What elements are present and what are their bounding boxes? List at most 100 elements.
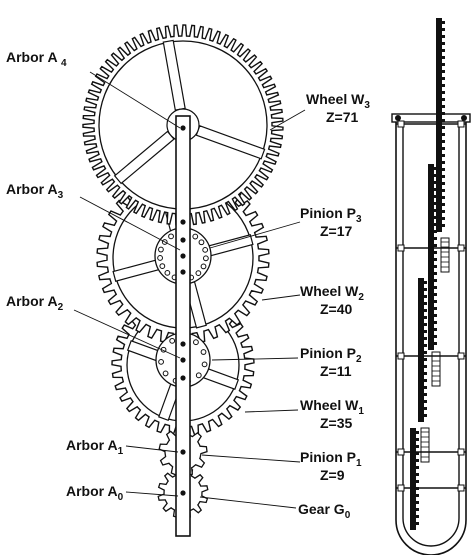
label-subscript: 3 [356,214,362,225]
label-wheel-w3-z: Z=71 [326,109,359,125]
label-subscript: 2 [58,302,64,313]
pinion-p2-leaf [162,370,169,377]
side-wheel-w3-tooth [442,91,445,94]
side-pinion-p2 [431,351,441,387]
side-wheel-w2-tooth [434,279,437,282]
side-wheel-w2-tooth [434,216,437,219]
label-subscript: 1 [358,406,364,417]
label-pinion-p2-z: Z=11 [320,363,352,379]
side-wheel-w1-tooth [424,358,427,361]
pinion-p3-leaf [159,263,166,269]
arbor-dot [180,269,186,275]
side-arbor-a4-bearing-left [397,120,405,128]
pinion-p2-leaf [169,337,176,344]
side-wheel-w1-tooth [424,323,427,326]
side-wheel-w2-tooth [434,335,437,338]
side-wheel-w3-tooth [442,189,445,192]
side-wheel-w2-tooth [434,286,437,289]
pinion-p2-leaf [195,372,202,379]
label-arbor-a4-main: Arbor A [6,49,57,65]
side-wheel-w3-tooth [442,210,445,213]
side-gears-layer [396,18,466,530]
side-wheel-w1-tooth [424,337,427,340]
label-wheel-w1: Wheel W1 [300,397,364,417]
label-subscript: 2 [358,292,364,303]
pinion-p3-leaf [158,246,164,253]
pinion-p2-leaf [193,339,199,346]
arbor-dot [180,237,186,243]
label-wheel-w3: Wheel W3 [306,91,370,111]
label-pinion-p1-z: Z=9 [320,467,345,483]
side-gear-g0-body [410,428,416,530]
side-wheel-w2-tooth [434,244,437,247]
label-pinion-p3: Pinion P3 [300,205,362,225]
side-arbor-a3-bearing-left [397,244,405,252]
pinion-p3-leaf [157,255,163,261]
label-pinion-p3-z: Z=17 [320,223,353,239]
side-frame-inner [402,118,460,547]
side-wheel-w1-tooth [424,330,427,333]
side-wheel-w1 [418,278,427,422]
side-cap-screw-left [395,115,401,121]
label-subscript: 0 [345,510,351,521]
side-wheel-w2-tooth [434,230,437,233]
side-wheel-w3-tooth [442,70,445,73]
side-wheel-w2-tooth [434,314,437,317]
label-wheel-w2: Wheel W2 [300,283,364,303]
label-pinion-p1: Pinion P1 [300,449,362,469]
side-arbor-a0-bearing-right [457,484,465,492]
label-subscript: 1 [118,446,124,457]
side-wheel-w3-tooth [442,140,445,143]
side-wheel-w1-tooth [424,386,427,389]
side-wheel-w2-tooth [434,272,437,275]
gear-train-side-view [391,18,471,555]
side-gear-g0-tooth [416,452,419,455]
side-wheel-w3-tooth [442,35,445,38]
side-arbor-a4-bearing-right [457,120,465,128]
side-wheel-w3-tooth [442,49,445,52]
side-wheel-w1-tooth [424,302,427,305]
pinion-p3-leaf [200,263,207,270]
side-wheel-w2-tooth [434,307,437,310]
arbor-a3-dot [180,253,186,259]
side-cap-screw-right [461,115,467,121]
side-gear-g0-tooth [416,473,419,476]
side-gear-g0-tooth [416,459,419,462]
side-wheel-w1-tooth [424,414,427,417]
label-pinion-p2: Pinion P2 [300,345,362,365]
side-arbor-a3-bearing-right [457,244,465,252]
side-wheel-w3-tooth [442,161,445,164]
side-wheel-w3-tooth [442,126,445,129]
side-wheel-w2-tooth [434,174,437,177]
side-wheel-w3-tooth [442,224,445,227]
side-wheel-w1-tooth [424,316,427,319]
side-gear-g0-tooth [416,431,419,434]
pinion-p3-leaf [202,255,209,262]
side-wheel-w2-tooth [434,167,437,170]
arbor-a2-dot [180,357,186,363]
side-wheel-w3-tooth [442,217,445,220]
side-wheel-w1-body [418,278,424,422]
side-wheel-w1-tooth [424,309,427,312]
arbor-dot [180,375,186,381]
label-arbor-a1: Arbor A1 [66,437,124,457]
label-arbor-a3: Arbor A3 [6,181,64,201]
side-pinion-p1 [420,427,430,463]
label-wheel-w1-z: Z=35 [320,415,353,431]
side-wheel-w3-tooth [442,28,445,31]
arbor-dots [180,125,186,496]
pinion-p2-leaf [201,361,208,368]
side-wheel-w2-tooth [434,328,437,331]
side-wheel-w2-tooth [434,321,437,324]
side-gear-g0-tooth [416,480,419,483]
side-gear-g0-tooth [416,515,419,518]
side-wheel-w2 [428,164,437,350]
side-frame-cap [391,113,471,123]
label-arbor-a2: Arbor A2 [6,293,64,313]
side-wheel-w3-tooth [442,196,445,199]
side-arbor-a2-bearing-right [457,352,465,360]
pinion-p3-leaf [198,239,205,246]
label-gear-g0: Gear G0 [298,501,351,521]
side-arbor-a1-bearing-left [397,448,405,456]
